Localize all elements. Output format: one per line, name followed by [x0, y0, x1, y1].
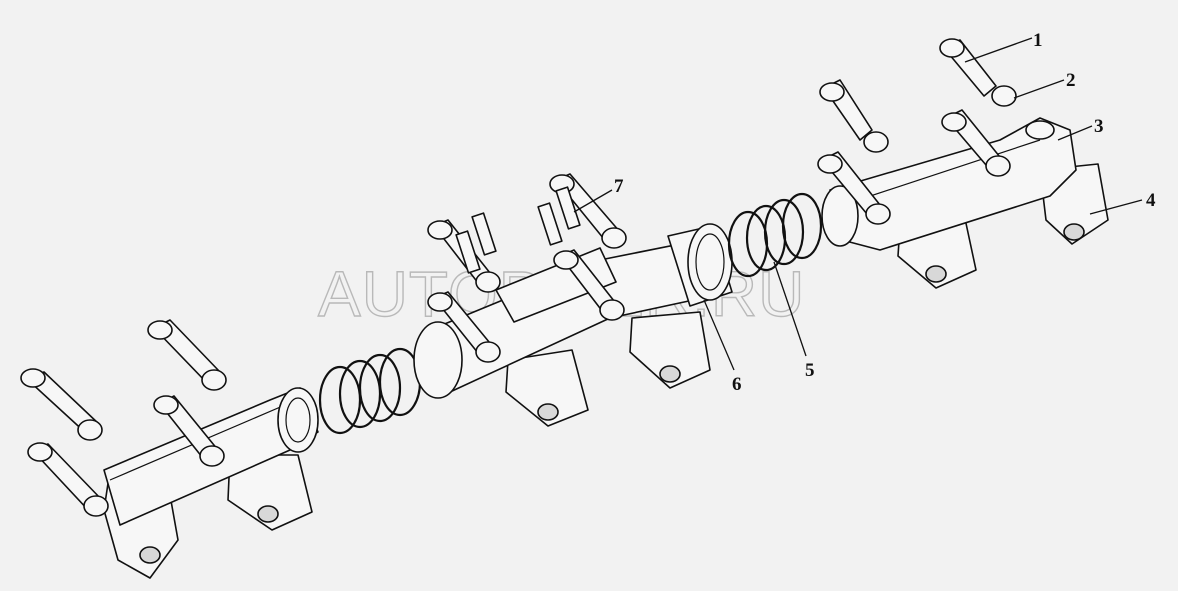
body-edge — [839, 139, 1041, 207]
right-manifold-section — [817, 38, 1109, 289]
flange-hole — [537, 403, 559, 421]
center-manifold-section — [413, 173, 733, 427]
right-end-cap — [1025, 120, 1055, 140]
stud — [537, 202, 563, 246]
sleeve-bore — [695, 233, 725, 291]
callout-6: 6 — [732, 374, 742, 395]
center-inlet — [413, 321, 463, 399]
stud — [555, 186, 581, 230]
flange-hole — [257, 505, 279, 523]
leader-line-3 — [1057, 125, 1093, 141]
callout-2: 2 — [1066, 70, 1076, 91]
left-outlet-bore — [285, 397, 311, 443]
washer — [991, 85, 1017, 107]
callout-4: 4 — [1146, 190, 1156, 211]
callout-5: 5 — [805, 360, 815, 381]
left-manifold-section — [20, 319, 319, 579]
leader-line-5 — [773, 261, 807, 357]
callout-1: 1 — [1033, 30, 1043, 51]
bolt — [939, 38, 997, 97]
bolt — [553, 249, 625, 321]
right-inlet — [821, 185, 859, 247]
left-outlet — [277, 387, 319, 453]
leader-line-6 — [703, 299, 735, 371]
bolt — [20, 368, 103, 441]
bolt — [941, 109, 1011, 177]
right-manifold-body — [829, 117, 1077, 251]
stud — [471, 212, 497, 256]
seal-rings-right — [727, 192, 823, 278]
stud — [455, 230, 481, 274]
left-flange-rear — [227, 454, 313, 531]
leader-line-4 — [1089, 199, 1143, 215]
leader-line-7 — [573, 189, 613, 213]
center-flange-right — [629, 311, 711, 389]
bolt — [153, 395, 225, 467]
bolt — [147, 319, 227, 391]
center-flange-left — [505, 349, 589, 427]
bolt — [27, 442, 109, 517]
bolt — [819, 79, 873, 141]
bolt — [817, 151, 891, 225]
sleeve-end — [687, 223, 733, 301]
flange-hole — [925, 265, 947, 283]
flange-hole — [659, 365, 681, 383]
leader-line-1 — [964, 37, 1033, 63]
bolt — [427, 291, 501, 363]
callout-3: 3 — [1094, 116, 1104, 137]
washer — [863, 131, 889, 153]
callout-7: 7 — [614, 176, 624, 197]
seal-rings-left — [318, 347, 422, 435]
leader-line-2 — [1013, 79, 1065, 99]
flange-hole — [139, 546, 161, 564]
flange-hole — [1063, 223, 1085, 241]
